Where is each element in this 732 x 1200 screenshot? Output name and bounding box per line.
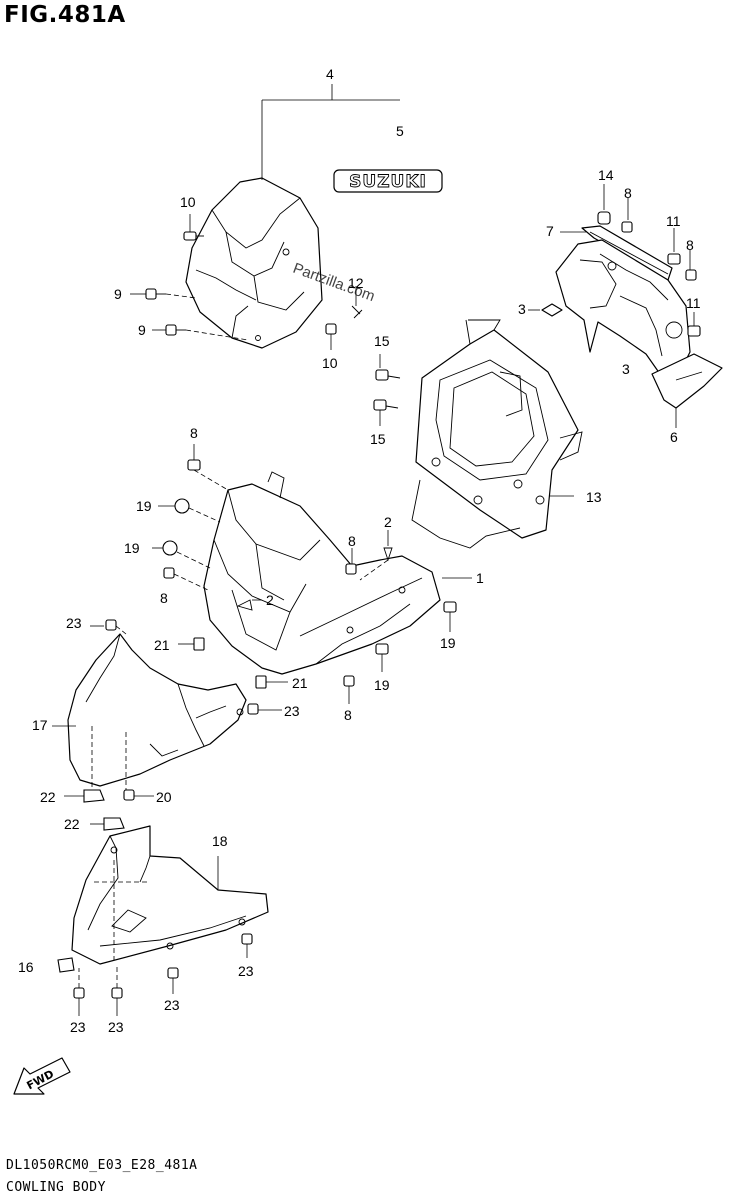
callout-10: 10	[322, 355, 338, 371]
bolt-8-a[interactable]	[187, 459, 229, 491]
callout-20: 20	[156, 789, 172, 805]
part-6-bracket[interactable]	[651, 353, 723, 409]
callout-19: 19	[440, 635, 456, 651]
callout-11: 11	[666, 213, 681, 229]
grommet-14[interactable]	[597, 211, 611, 225]
callout-22: 22	[40, 789, 56, 805]
bolt-23-b[interactable]	[247, 703, 282, 715]
nut-22-a[interactable]	[64, 789, 105, 803]
callout-23: 23	[70, 1019, 86, 1035]
callout-8: 8	[344, 707, 352, 723]
bolt-9-lower[interactable]	[152, 324, 249, 341]
bolt-8-b[interactable]	[163, 567, 209, 591]
bolt-15-b[interactable]	[373, 399, 399, 411]
bolt-8-c[interactable]	[345, 548, 357, 575]
bolt-10-upper[interactable]	[183, 214, 204, 241]
callout-8: 8	[348, 533, 356, 549]
callout-21: 21	[154, 637, 170, 653]
nut-11-rt-b[interactable]	[687, 325, 701, 337]
cap-16[interactable]	[57, 957, 75, 973]
callout-19: 19	[136, 498, 152, 514]
callout-8: 8	[160, 590, 168, 606]
grommet-19-c[interactable]	[443, 601, 457, 632]
nut-21-b[interactable]	[255, 675, 288, 689]
suzuki-logo-text: SUZUKI	[349, 172, 427, 192]
callout-15: 15	[370, 431, 386, 447]
callout-23: 23	[238, 963, 254, 979]
callout-19: 19	[374, 677, 390, 693]
part-17-front-fairing[interactable]	[67, 633, 247, 787]
callout-11: 11	[686, 295, 701, 311]
callout-3: 3	[622, 361, 630, 377]
bolt-9-upper[interactable]	[130, 288, 197, 300]
callout-21: 21	[292, 675, 308, 691]
callout-18: 18	[212, 833, 228, 849]
bolt-23-c[interactable]	[241, 933, 253, 958]
nut-11-rt-a[interactable]	[667, 253, 681, 265]
part-18-lower-cover[interactable]	[71, 825, 269, 965]
grommet-19-a[interactable]	[174, 498, 221, 523]
collar-20[interactable]	[123, 789, 154, 801]
screw-2-a[interactable]	[359, 530, 393, 581]
figure-title: FIG.481A	[4, 2, 126, 28]
callout-22: 22	[64, 816, 80, 832]
callout-19: 19	[124, 540, 140, 556]
callout-4: 4	[326, 66, 334, 82]
bolt-8-rt-a[interactable]	[621, 221, 633, 233]
fwd-arrow-icon: FWD	[13, 1057, 71, 1095]
part-7-strip[interactable]	[581, 225, 673, 281]
callout-1: 1	[476, 570, 484, 586]
bolt-23-f[interactable]	[111, 964, 123, 1016]
callout-17: 17	[32, 717, 48, 733]
screw-12[interactable]	[351, 286, 363, 319]
callout-15: 15	[374, 333, 390, 349]
callout-8: 8	[686, 237, 694, 253]
callout-14: 14	[598, 167, 614, 183]
footer-name: COWLING BODY	[6, 1180, 106, 1195]
bolt-15-a[interactable]	[375, 369, 401, 381]
bolt-8-d[interactable]	[343, 675, 355, 704]
callout-16: 16	[18, 959, 34, 975]
callout-8: 8	[190, 425, 198, 441]
callout-9: 9	[138, 322, 146, 338]
screw-2-b[interactable]	[236, 599, 262, 611]
callout-3: 3	[518, 301, 526, 317]
callout-5: 5	[396, 123, 404, 139]
part-4-upper-cowl[interactable]	[185, 177, 323, 349]
callout-labels: 4 5 10 9 9 12 10 14 8 7 11 8 3 11 3 6 15…	[18, 66, 701, 1035]
callout-8: 8	[624, 185, 632, 201]
callout-23: 23	[164, 997, 180, 1013]
part-1-cowling-body[interactable]	[203, 471, 441, 675]
part-5-suzuki-emblem[interactable]: SUZUKI	[333, 169, 443, 193]
bolt-23-e[interactable]	[73, 968, 85, 1016]
nut-22-b[interactable]	[90, 817, 125, 831]
nut-21-a[interactable]	[178, 637, 205, 651]
grommet-19-b[interactable]	[162, 540, 211, 569]
callout-6: 6	[670, 429, 678, 445]
bolt-8-rt-b[interactable]	[685, 269, 697, 281]
part-13-meter-bracket[interactable]	[411, 319, 583, 549]
footer-code: DL1050RCM0_E03_E28_481A	[6, 1158, 198, 1173]
grommet-19-d[interactable]	[375, 643, 389, 672]
bolt-23-d[interactable]	[167, 967, 179, 994]
callout-23: 23	[66, 615, 82, 631]
callout-10: 10	[180, 194, 196, 210]
callout-2: 2	[384, 514, 392, 530]
callout-23: 23	[108, 1019, 124, 1035]
bolt-23-a[interactable]	[105, 619, 127, 635]
bolt-10-lower[interactable]	[325, 323, 337, 350]
part-3-small-clip[interactable]	[541, 303, 563, 317]
callout-7: 7	[546, 223, 554, 239]
callout-23: 23	[284, 703, 300, 719]
callout-2: 2	[266, 592, 274, 608]
callout-13: 13	[586, 489, 602, 505]
callout-12: 12	[348, 275, 364, 291]
callout-9: 9	[114, 286, 122, 302]
